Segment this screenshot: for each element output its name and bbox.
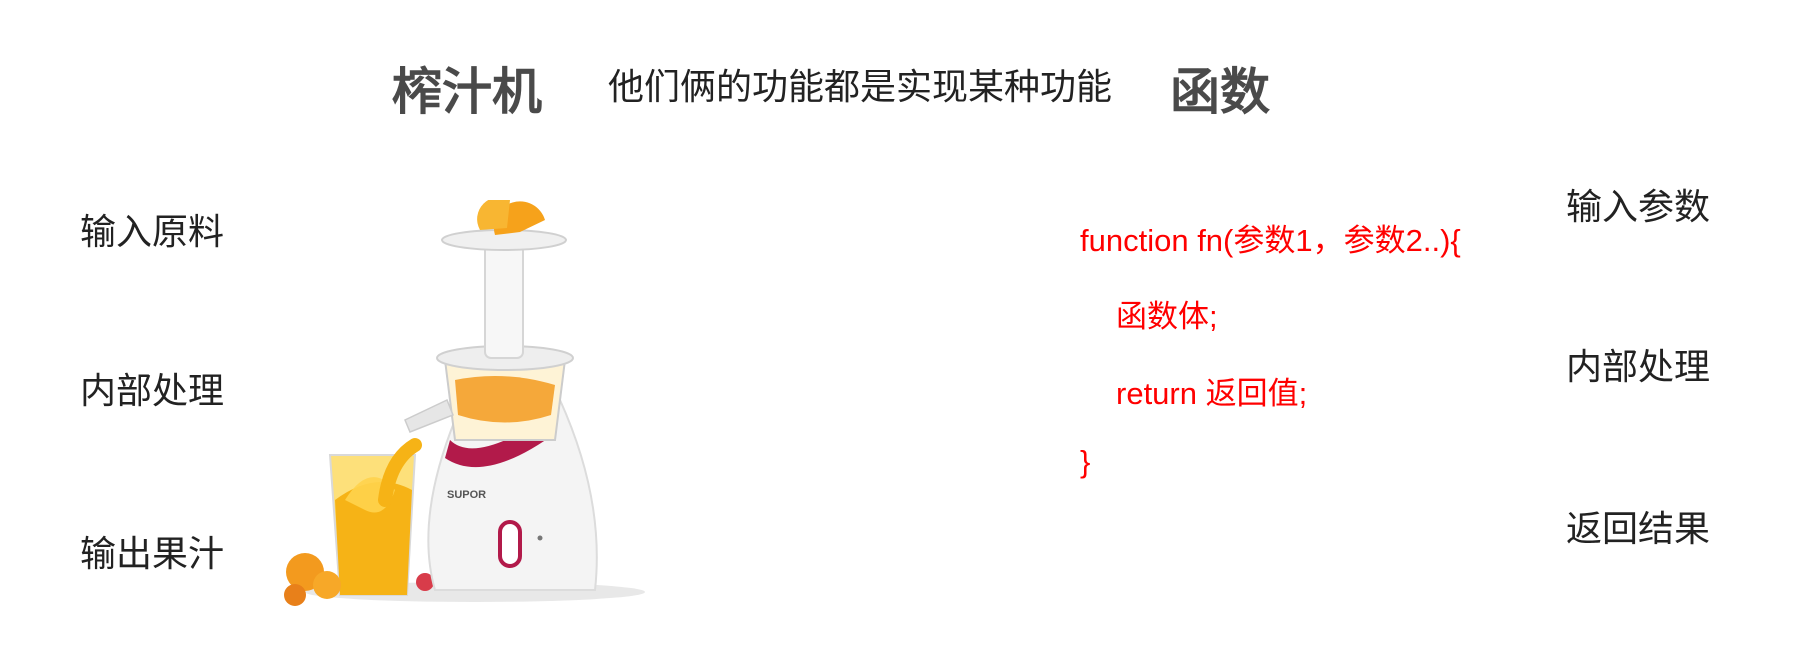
code-line-body: 函数体; (1116, 299, 1218, 334)
juicer-base (427, 398, 598, 591)
juicer-step-output: 输出果汁 (80, 534, 225, 575)
juicer-step-process: 内部处理 (80, 371, 225, 412)
juicer-title: 榨汁机 (392, 63, 542, 121)
code-line-return: return 返回值; (1116, 376, 1308, 411)
function-step-output: 返回结果 (1566, 509, 1711, 550)
power-switch (498, 520, 522, 568)
comparison-subtitle: 他们俩的功能都是实现某种功能 (608, 67, 1113, 108)
juicer-step-input: 输入原料 (80, 212, 225, 253)
feed-tube (484, 239, 524, 359)
juicer-illustration: SUPOR (284, 200, 645, 606)
juice-glass (328, 454, 417, 596)
code-line-closing-brace: } (1080, 444, 1091, 479)
code-line-signature: function fn(参数1，参数2..){ (1080, 223, 1461, 258)
function-step-input: 输入参数 (1566, 187, 1711, 228)
function-step-process: 内部处理 (1566, 347, 1711, 388)
function-title: 函数 (1170, 63, 1270, 121)
brand-logo: SUPOR (447, 489, 486, 501)
orange-fruits (284, 553, 434, 606)
